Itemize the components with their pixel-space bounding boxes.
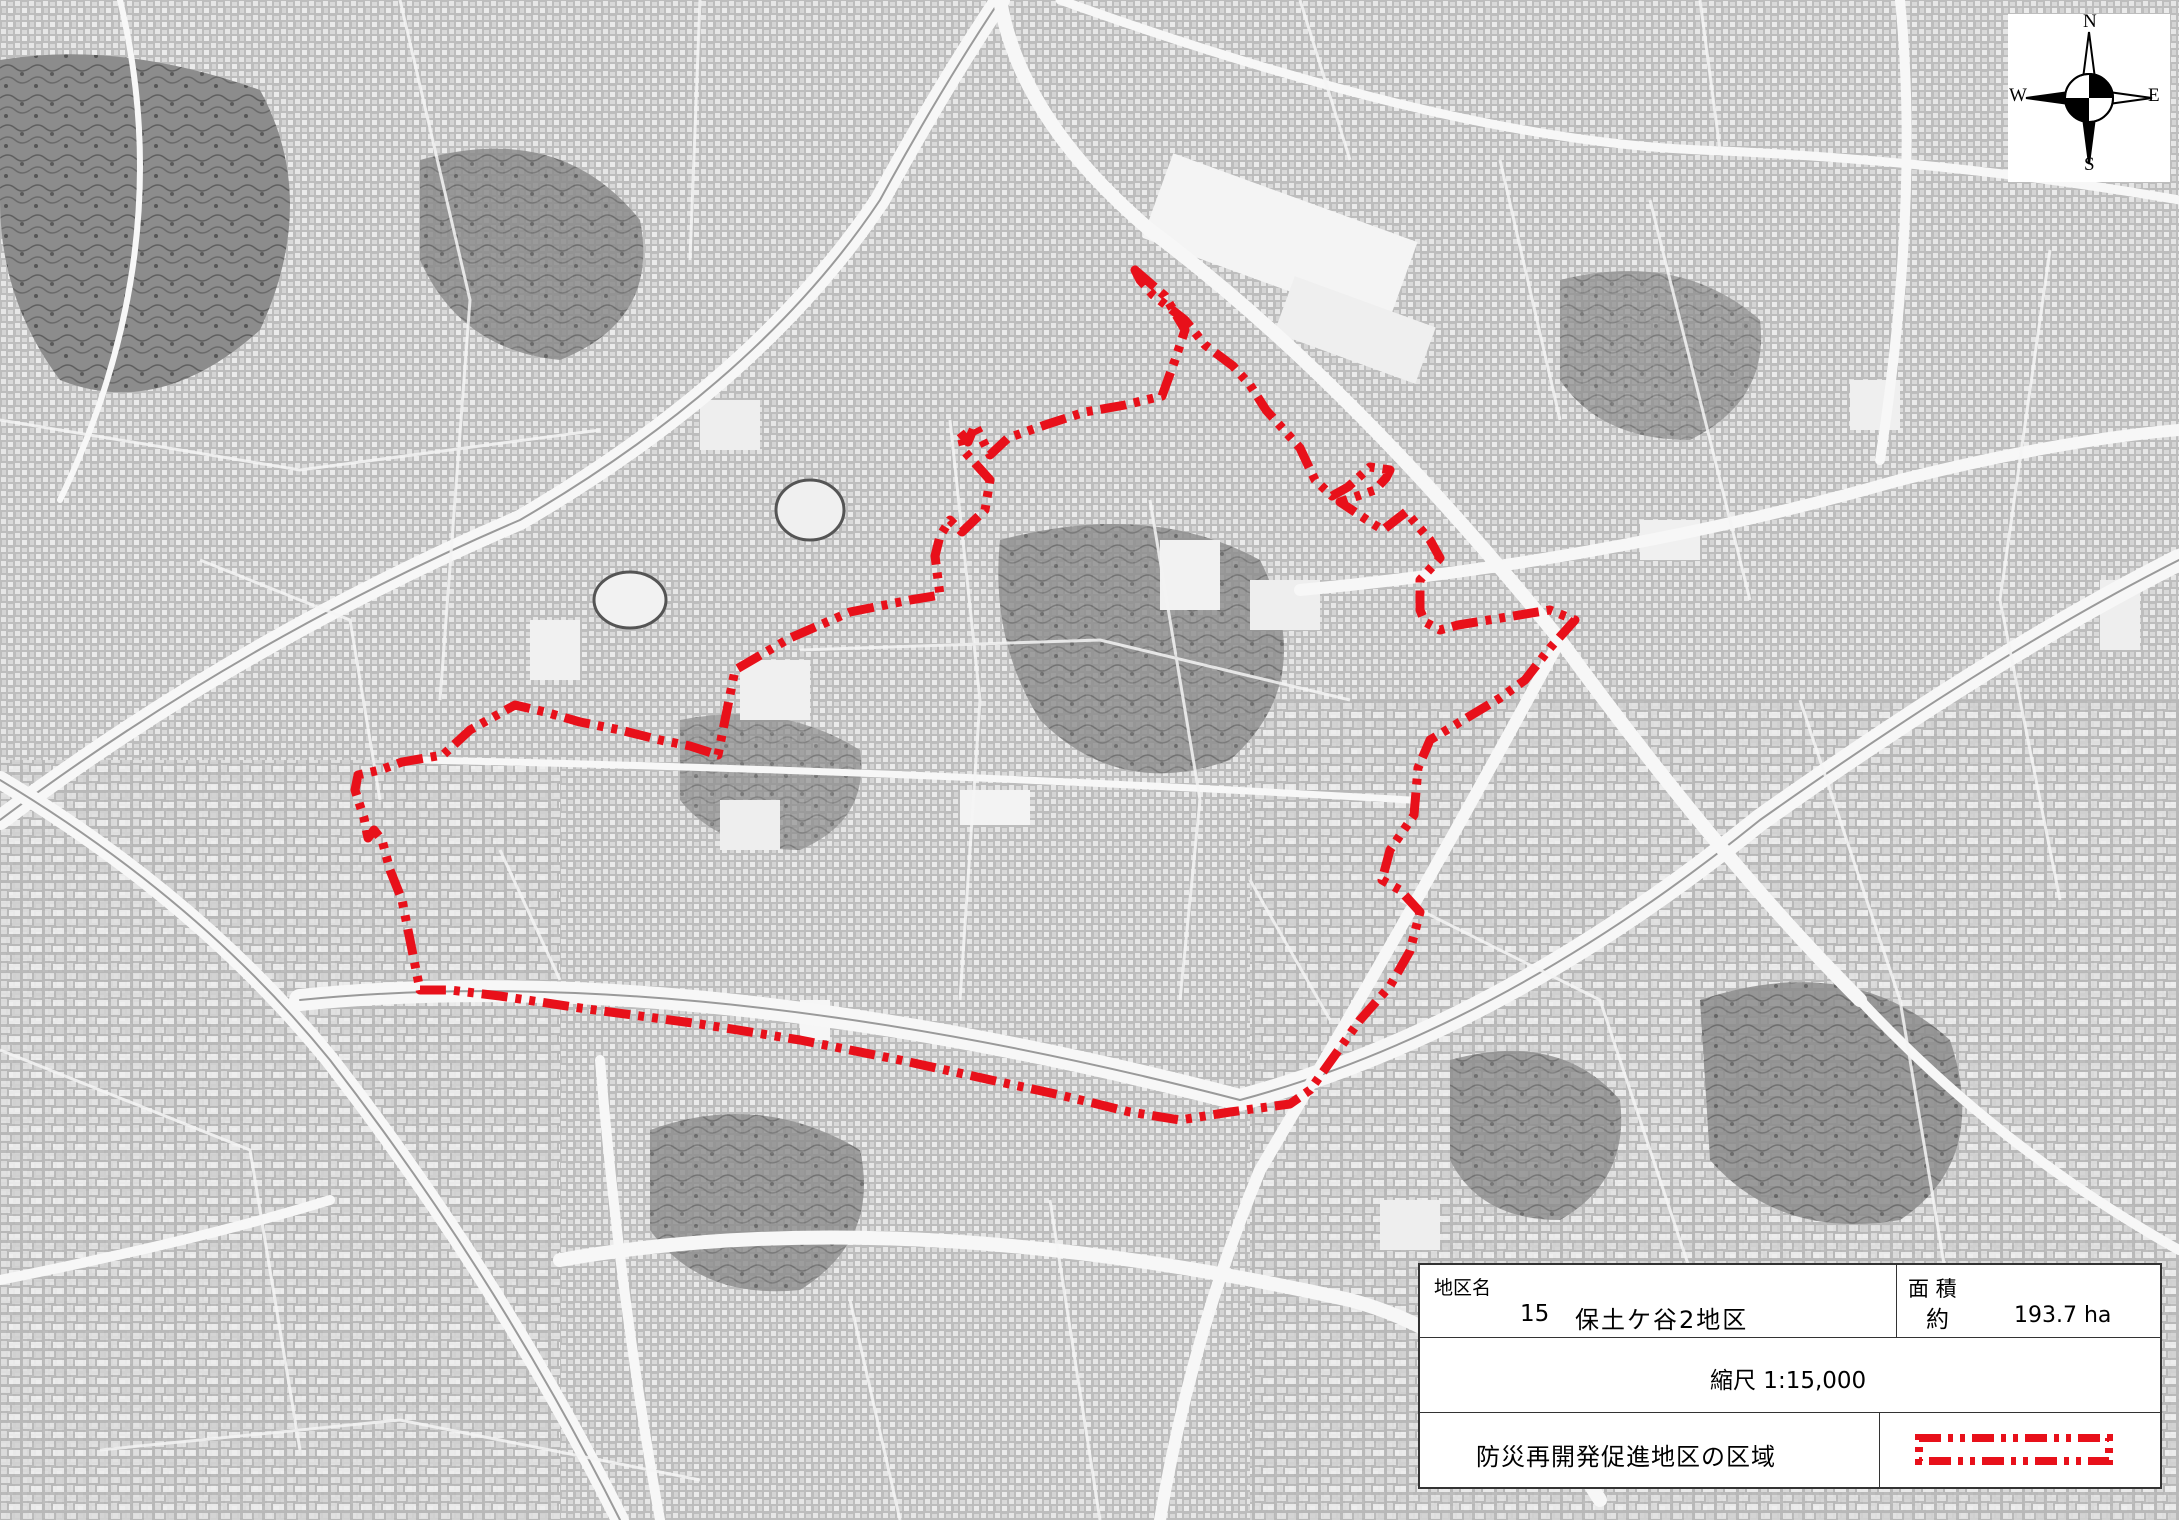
district-boundary (350, 265, 1580, 1125)
divider (1879, 1412, 1880, 1489)
legend-label: 防災再開発促進地区の区域 (1476, 1443, 1776, 1471)
legend-boundary-swatch (1915, 1434, 2113, 1465)
compass-south-label: S (2084, 154, 2095, 175)
scale-row (1420, 1337, 2160, 1413)
district-name-label: 地区名 (1434, 1277, 1492, 1299)
district-row (1420, 1265, 2160, 1338)
district-name: 保土ケ谷2地区 (1575, 1306, 1749, 1334)
info-panel: 地区名 15 保土ケ谷2地区 面 積 約 193.7 ha 縮尺 1:15,00… (1418, 1263, 2162, 1489)
divider (1896, 1265, 1897, 1337)
compass-icon (2025, 31, 2153, 165)
scale-text: 縮尺 1:15,000 (1710, 1368, 1867, 1394)
area-value: 193.7 ha (2014, 1303, 2112, 1328)
compass-west-label: W (2009, 85, 2027, 106)
district-number: 15 (1520, 1301, 1550, 1327)
area-label: 面 積 (1908, 1277, 1957, 1301)
area-prefix: 約 (1926, 1307, 1949, 1333)
compass-rose: N S E W (2008, 11, 2170, 182)
compass-north-label: N (2083, 11, 2097, 32)
compass-east-label: E (2148, 85, 2160, 106)
